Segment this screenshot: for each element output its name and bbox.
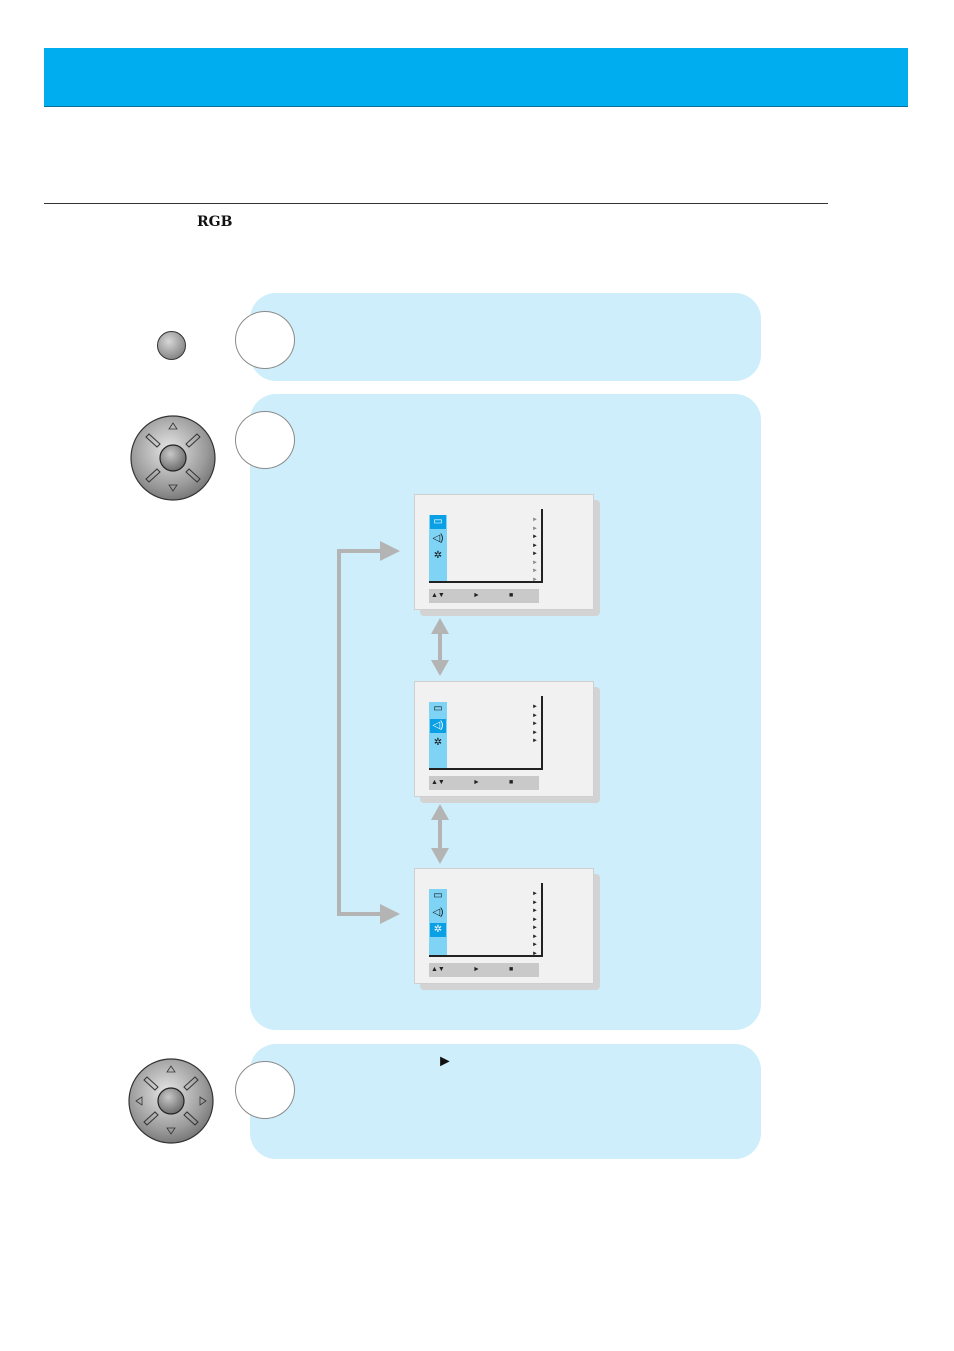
header-band: [44, 48, 908, 106]
osd-frame-bottom: [429, 768, 543, 770]
osd-hint-bar: ▲▼ ► ■: [429, 776, 539, 790]
submenu-arrow-icon: ►: [532, 712, 538, 719]
move-hint-icon: ▲▼: [431, 779, 445, 786]
submenu-arrow-icon: ►: [532, 891, 538, 897]
exit-hint-icon: ■: [509, 592, 514, 599]
osd-hint-bar: ▲▼ ► ■: [429, 589, 539, 603]
up-arrow-icon: [168, 422, 178, 430]
submenu-arrow-icon: ►: [532, 551, 538, 557]
step-3-panel: [250, 1044, 761, 1159]
source-label-rgb: RGB: [197, 214, 233, 230]
submenu-arrow-icon: ►: [532, 542, 538, 549]
exit-hint-icon: ■: [509, 966, 514, 973]
submenu-arrow-icon: ►: [532, 559, 538, 566]
osd-frame-right: [541, 509, 543, 583]
submenu-arrow-icon: ►: [532, 899, 538, 906]
gear-icon: ✲: [433, 737, 443, 748]
left-arrow-icon: [135, 1096, 143, 1106]
osd-frame-bottom: [429, 581, 543, 583]
osd-face: ▭ ◁) ✲ ► ► ► ► ► ▲▼ ► ■: [414, 681, 594, 797]
gear-icon: ✲: [433, 550, 443, 561]
tv-icon: ▭: [433, 890, 443, 901]
submenu-arrow-icon: ►: [532, 916, 538, 923]
osd-sidebar: [429, 515, 447, 581]
step-1-circle: [235, 311, 295, 369]
submenu-arrow-icon: ►: [532, 721, 538, 727]
select-hint-icon: ►: [473, 966, 480, 973]
speaker-icon: ◁): [430, 719, 446, 733]
gear-icon: ✲: [430, 923, 446, 937]
osd-sound-menu: ▭ ◁) ✲ ► ► ► ► ► ▲▼ ► ■: [414, 681, 600, 803]
submenu-arrow-icon: ►: [532, 704, 538, 710]
tv-icon: ▭: [430, 515, 446, 529]
move-hint-icon: ▲▼: [431, 592, 445, 599]
right-arrow-glyph: ►: [437, 1053, 453, 1070]
submenu-arrow-icon: ►: [532, 738, 538, 744]
submenu-arrow-icon: ►: [532, 525, 538, 532]
tv-icon: ▭: [433, 703, 443, 714]
speaker-icon: ◁): [432, 907, 444, 918]
osd-setup-menu: ▭ ◁) ✲ ► ► ► ► ► ► ► ► ▲▼ ► ■: [414, 868, 600, 990]
osd-frame-right: [541, 883, 543, 957]
menu-button[interactable]: [157, 331, 186, 360]
down-arrow-icon: [168, 484, 178, 492]
section-rule: [44, 203, 828, 204]
step-1-panel: [250, 293, 761, 381]
move-hint-icon: ▲▼: [431, 966, 445, 973]
direction-pad-up-down[interactable]: [129, 414, 217, 502]
submenu-arrow-icon: ►: [532, 933, 538, 940]
right-arrow-icon: [199, 1096, 207, 1106]
step-2-circle: [235, 411, 295, 469]
speaker-icon: ◁): [432, 533, 444, 544]
osd-picture-menu: ▭ ◁) ✲ ► ► ► ► ► ► ► ► ▲▼ ► ■: [414, 494, 600, 616]
submenu-arrow-icon: ►: [532, 925, 538, 931]
submenu-arrow-icon: ►: [532, 517, 538, 523]
submenu-arrow-icon: ►: [532, 576, 538, 583]
submenu-arrow-icon: ►: [532, 534, 538, 540]
select-hint-icon: ►: [473, 779, 480, 786]
header-underline: [44, 106, 908, 107]
osd-frame-bottom: [429, 955, 543, 957]
select-hint-icon: ►: [473, 592, 480, 599]
submenu-arrow-icon: ►: [532, 950, 538, 957]
osd-frame-right: [541, 696, 543, 770]
osd-sidebar: [429, 702, 447, 768]
exit-hint-icon: ■: [509, 779, 514, 786]
submenu-arrow-icon: ►: [532, 568, 538, 574]
direction-pad-four-way[interactable]: [127, 1057, 215, 1145]
osd-hint-bar: ▲▼ ► ■: [429, 963, 539, 977]
osd-sidebar: [429, 889, 447, 955]
osd-face: ▭ ◁) ✲ ► ► ► ► ► ► ► ► ▲▼ ► ■: [414, 868, 594, 984]
osd-face: ▭ ◁) ✲ ► ► ► ► ► ► ► ► ▲▼ ► ■: [414, 494, 594, 610]
down-arrow-icon: [166, 1127, 176, 1135]
up-arrow-icon: [166, 1065, 176, 1073]
submenu-arrow-icon: ►: [532, 729, 538, 736]
step-3-circle: [235, 1061, 295, 1119]
submenu-arrow-icon: ►: [532, 908, 538, 914]
submenu-arrow-icon: ►: [532, 942, 538, 948]
